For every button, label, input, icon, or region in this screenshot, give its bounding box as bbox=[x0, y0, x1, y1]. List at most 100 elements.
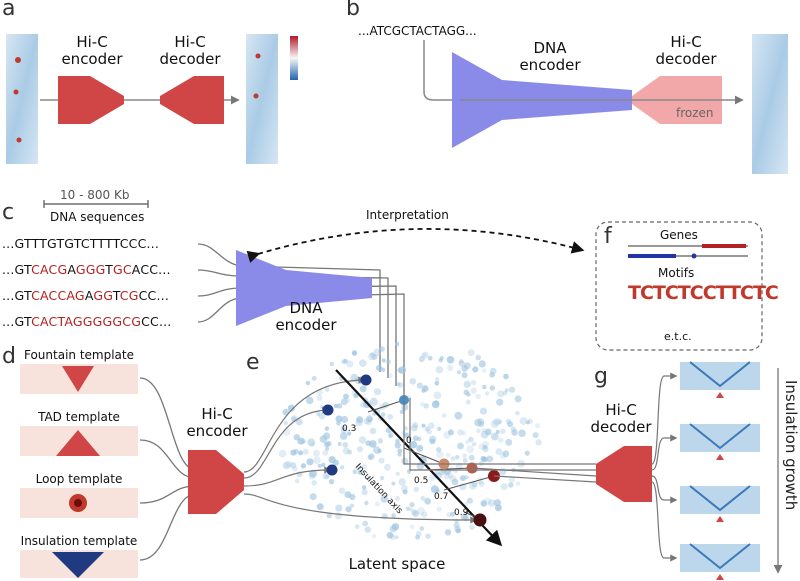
latent-cloud-point bbox=[358, 436, 367, 444]
hic-map-output-b bbox=[752, 34, 788, 174]
latent-cloud-point bbox=[465, 399, 471, 405]
latent-cloud-point bbox=[379, 475, 385, 481]
decoder-line bbox=[409, 398, 596, 471]
latent-cloud-point bbox=[369, 440, 377, 448]
latent-cloud-point bbox=[460, 475, 466, 481]
latent-cloud-point bbox=[466, 497, 473, 504]
latent-cloud-point bbox=[415, 534, 421, 540]
latent-cloud-point bbox=[324, 387, 330, 392]
latent-cloud-point bbox=[439, 355, 444, 360]
sequence-segment: A bbox=[84, 288, 94, 303]
latent-cloud-point bbox=[466, 392, 471, 397]
latent-cloud-point bbox=[421, 423, 426, 428]
panel-label-g: g bbox=[594, 364, 608, 389]
latent-cloud-point bbox=[322, 450, 329, 456]
latent-cloud-point bbox=[395, 438, 400, 444]
latent-cloud-point bbox=[306, 458, 314, 466]
latent-line bbox=[243, 406, 330, 479]
latent-cloud-point bbox=[297, 437, 305, 445]
fountain-shape bbox=[62, 366, 94, 392]
latent-cloud-point bbox=[339, 465, 345, 470]
latent-cloud-point bbox=[324, 474, 330, 480]
decoder-line bbox=[471, 467, 597, 477]
latent-cloud-point bbox=[468, 454, 475, 461]
latent-cloud-point bbox=[511, 429, 518, 436]
latent-cloud-point bbox=[490, 420, 499, 428]
latent-cloud-point bbox=[430, 485, 439, 494]
latent-cloud-point bbox=[508, 386, 516, 393]
latent-cloud-point bbox=[367, 454, 373, 460]
latent-cloud-point bbox=[361, 485, 367, 490]
latent-cloud-point bbox=[488, 499, 496, 507]
axis-tick: 0.5 bbox=[414, 476, 429, 486]
latent-cloud-point bbox=[447, 429, 454, 436]
latent-cloud-point bbox=[427, 355, 433, 361]
latent-cloud-point bbox=[278, 449, 287, 458]
latent-cloud-point bbox=[482, 384, 487, 390]
panel-label-c: c bbox=[2, 200, 15, 225]
hic-decoder-label-b: Hi-C decoder bbox=[655, 33, 717, 68]
latent-cloud-point bbox=[424, 426, 430, 432]
latent-cloud-point bbox=[282, 428, 291, 436]
latent-cloud-point bbox=[369, 427, 377, 435]
sequence-motif: GGG bbox=[75, 262, 106, 277]
template-line bbox=[139, 485, 197, 504]
panel-a bbox=[6, 34, 298, 164]
hic-dot bbox=[255, 53, 261, 59]
latent-cloud-point bbox=[328, 479, 335, 485]
latent-cloud-point bbox=[535, 423, 541, 429]
hic-encoder-label-d: Hi-C encoder bbox=[186, 405, 248, 440]
latent-cloud-point bbox=[418, 356, 425, 363]
latent-cloud-point bbox=[412, 510, 419, 517]
latent-cloud-point bbox=[326, 440, 332, 447]
latent-cloud-point bbox=[396, 382, 401, 387]
latent-cloud-point bbox=[402, 489, 408, 495]
latent-cloud-point bbox=[484, 391, 490, 396]
latent-cloud-point bbox=[346, 360, 354, 368]
latent-cloud-point bbox=[475, 354, 482, 361]
latent-cloud-point bbox=[482, 368, 487, 373]
latent-cloud-point bbox=[472, 442, 477, 447]
latent-cloud-point bbox=[388, 433, 393, 439]
latent-point-dark bbox=[322, 404, 334, 416]
latent-cloud-point bbox=[368, 352, 376, 361]
panel-label-f: f bbox=[604, 224, 612, 249]
latent-cloud-point bbox=[346, 431, 352, 436]
latent-cloud-point bbox=[497, 390, 505, 398]
panel-b bbox=[423, 34, 788, 174]
latent-cloud-point bbox=[500, 428, 506, 434]
latent-cloud-point bbox=[472, 366, 479, 373]
latent-cloud-point bbox=[416, 506, 425, 515]
latent-cloud-point bbox=[450, 456, 456, 461]
tad-template-label: TAD template bbox=[38, 410, 120, 424]
latent-cloud-point bbox=[340, 359, 346, 365]
latent-cloud-point bbox=[354, 524, 360, 530]
latent-cloud-point bbox=[524, 450, 530, 456]
latent-cloud-point bbox=[328, 456, 336, 464]
latent-cloud-point bbox=[490, 432, 499, 441]
fountain-template-label: Fountain template bbox=[23, 348, 134, 362]
latent-cloud-point bbox=[409, 378, 417, 385]
latent-cloud-point bbox=[309, 469, 317, 478]
latent-cloud-point bbox=[461, 431, 467, 436]
latent-cloud-point bbox=[343, 393, 349, 400]
hic-map-input-a bbox=[6, 34, 38, 164]
latent-cloud-point bbox=[365, 476, 371, 481]
latent-cloud-point bbox=[386, 531, 394, 539]
latent-cloud-point bbox=[495, 429, 500, 434]
latent-cloud-point bbox=[442, 413, 447, 418]
hic-dot bbox=[13, 89, 19, 95]
latent-cloud-point bbox=[309, 493, 317, 501]
latent-cloud-point bbox=[373, 388, 382, 396]
latent-cloud-point bbox=[419, 456, 427, 464]
latent-cloud-point bbox=[412, 436, 418, 442]
latent-point-dark bbox=[360, 374, 372, 386]
latent-cloud-point bbox=[352, 467, 359, 475]
latent-cloud-point bbox=[350, 373, 359, 382]
latent-cloud-point bbox=[380, 495, 389, 503]
sequence-segment: T bbox=[112, 288, 120, 303]
latent-cloud-point bbox=[362, 520, 368, 527]
gene-blue bbox=[628, 254, 676, 258]
latent-cloud-point bbox=[532, 432, 539, 439]
latent-cloud-point bbox=[379, 346, 385, 352]
